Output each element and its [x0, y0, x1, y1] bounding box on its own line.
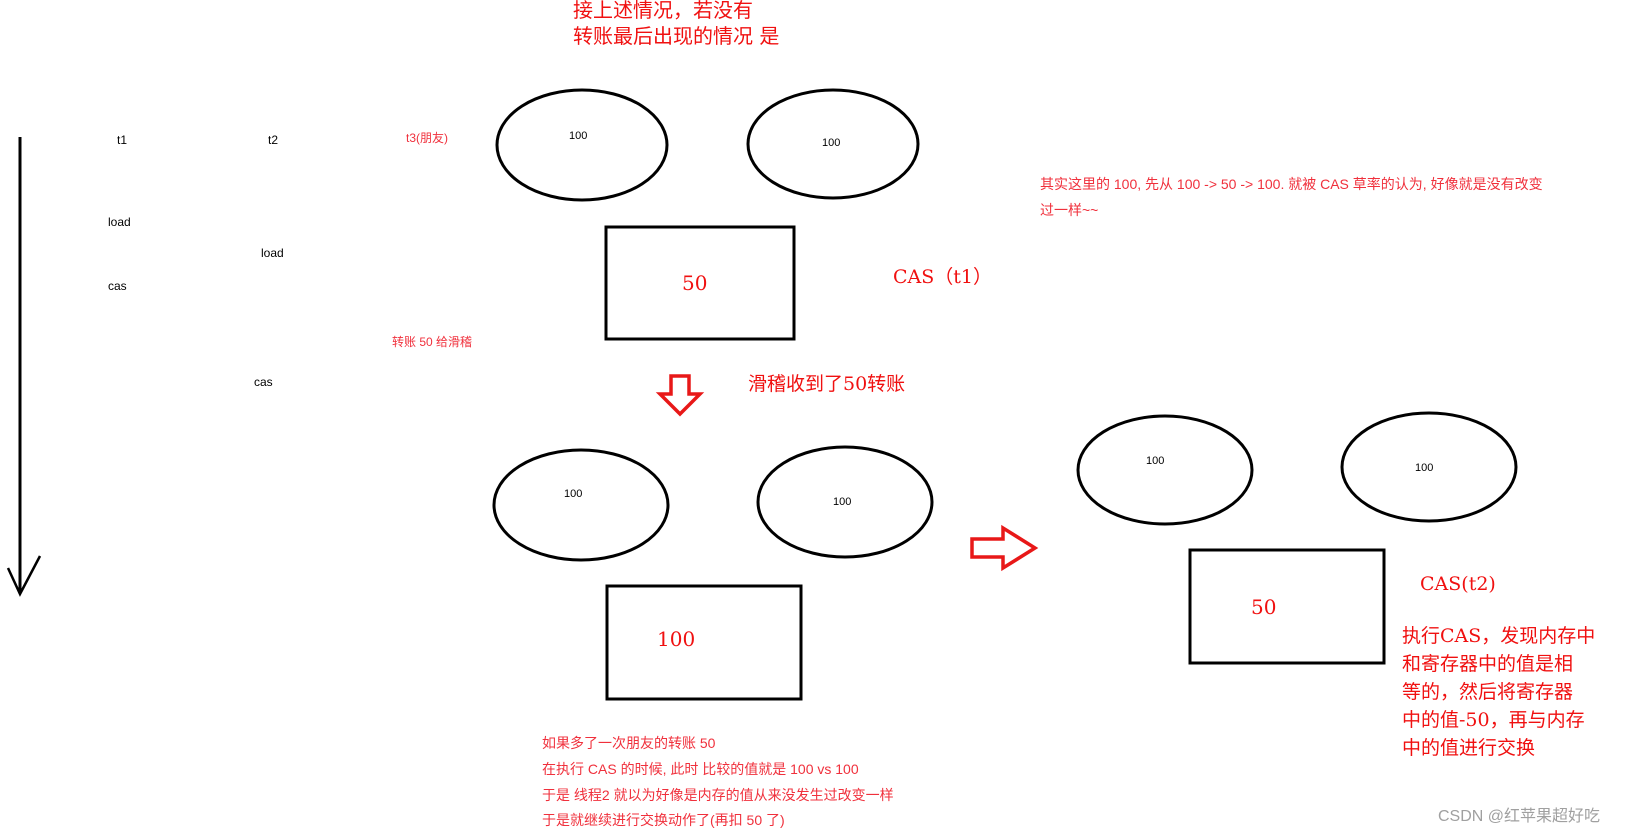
desc-line: 中的值进行交换: [1402, 737, 1536, 759]
stage2-mem2-value: 100: [833, 496, 852, 508]
note-bottom-line-3: 于是 线程2 就以为好像是内存的值从来没发生过改变一样: [542, 787, 894, 803]
desc-line: 和寄存器中的值是相: [1402, 653, 1574, 675]
stage2-register-value: 100: [657, 627, 696, 651]
t1-load: load: [108, 215, 131, 229]
note-bottom-line-4: 于是就继续进行交换动作了(再扣 50 了): [542, 812, 785, 828]
register-box-3: [1188, 548, 1386, 665]
heading-line-1: 接上述情况，若没有: [573, 0, 753, 22]
note-top-right-line-1: 其实这里的 100, 先从 100 -> 50 -> 100. 就被 CAS 草…: [1040, 176, 1543, 192]
note-bottom-line-1: 如果多了一次朋友的转账 50: [542, 735, 716, 751]
memory-ellipse-3b: [1340, 411, 1518, 523]
thread-label-t3: t3(朋友): [406, 131, 449, 145]
desc-line: 中的值-50，再与内存: [1402, 709, 1585, 731]
stage1-label: CAS（t1）: [893, 266, 992, 288]
memory-ellipse-1b: [746, 88, 920, 200]
thread-label-t1: t1: [117, 133, 128, 147]
heading-line-2: 转账最后出现的情况 是: [573, 24, 780, 48]
desc-line: 等的，然后将寄存器: [1402, 681, 1574, 703]
thread-label-t2: t2: [268, 133, 279, 147]
t2-cas: cas: [254, 375, 273, 389]
down-arrow-icon: [655, 374, 705, 417]
transition-label: 滑稽收到了50转账: [748, 373, 906, 395]
t1-cas: cas: [108, 279, 127, 293]
stage1-mem2-value: 100: [822, 137, 841, 149]
watermark: CSDN @红苹果超好吃: [1438, 808, 1601, 825]
t2-load: load: [261, 246, 284, 260]
stage3-mem2-value: 100: [1415, 462, 1434, 474]
stage1-register-value: 50: [682, 271, 708, 295]
memory-ellipse-2a: [492, 448, 670, 562]
register-box-1: [604, 225, 796, 341]
stage3-register-value: 50: [1251, 595, 1277, 619]
note-bottom-line-2: 在执行 CAS 的时候, 此时 比较的值就是 100 vs 100: [542, 761, 859, 777]
register-box-2: [605, 584, 803, 701]
desc-line: 执行CAS，发现内存中: [1402, 625, 1596, 647]
memory-ellipse-2b: [756, 445, 934, 559]
memory-ellipse-3a: [1076, 414, 1254, 526]
t3-transfer: 转账 50 给滑稽: [392, 335, 473, 349]
memory-ellipse-1a: [495, 88, 669, 202]
stage3-description: 执行CAS，发现内存中 和寄存器中的值是相 等的，然后将寄存器 中的值-50，再…: [1402, 627, 1595, 767]
stage3-label: CAS(t2): [1420, 573, 1496, 595]
note-top-right-line-2: 过一样~~: [1040, 202, 1099, 218]
stage2-mem1-value: 100: [564, 488, 583, 500]
stage1-mem1-value: 100: [569, 130, 588, 142]
right-arrow-icon: [970, 524, 1039, 572]
timeline-arrowhead: [6, 555, 42, 597]
stage3-mem1-value: 100: [1146, 455, 1165, 467]
